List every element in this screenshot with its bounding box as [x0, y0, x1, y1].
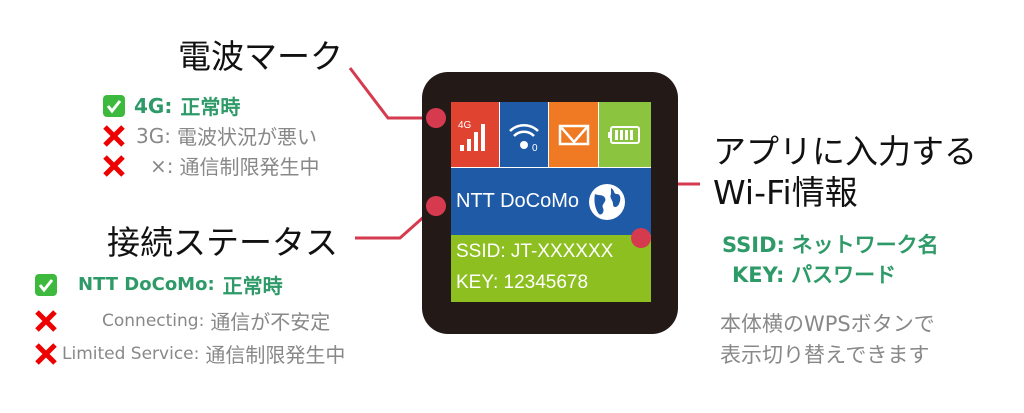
signal-tile: 4G	[451, 102, 499, 167]
device-ssid: SSID: JT-XXXXXX	[456, 241, 614, 262]
cross-icon	[103, 124, 125, 147]
device-key: KEY: 12345678	[456, 272, 589, 293]
ssid-info: SSID: ネットワーク名	[722, 233, 939, 257]
signal-row-none: ×: 通信制限発生中	[102, 151, 320, 180]
app-label-line1: アプリに入力する	[713, 132, 977, 171]
cross-icon	[35, 342, 57, 365]
connection-row-limited: Limited Service: 通信制限発生中	[34, 339, 345, 368]
signal-callout-line	[348, 67, 436, 120]
signal-bars-icon: 4G	[458, 120, 485, 151]
signal-callout-dot	[426, 108, 446, 128]
battery-tile	[599, 102, 651, 167]
check-icon	[103, 94, 125, 117]
battery-icon	[608, 125, 640, 144]
signal-row-4g: 4G: 正常時	[102, 91, 240, 120]
connection-label: 接続ステータス	[107, 223, 338, 262]
signal-label: 電波マーク	[178, 37, 343, 76]
globe-icon	[589, 183, 625, 220]
svg-text:4G: 4G	[458, 120, 472, 131]
mail-tile	[549, 102, 598, 167]
svg-text:0: 0	[532, 143, 538, 154]
router-screen: 4G 0 NTT DoCoMo SSID: JT-XXXXXX KEY: 123…	[451, 102, 651, 302]
wifi-credentials-band: SSID: JT-XXXXXX KEY: 12345678	[451, 235, 651, 302]
connection-callout-dot	[426, 196, 446, 216]
cross-icon	[103, 154, 125, 177]
key-info: KEY: パスワード	[732, 263, 897, 287]
mail-icon	[558, 124, 589, 145]
wifi-callout-dot	[631, 228, 651, 248]
check-icon	[35, 273, 57, 296]
wps-note-line2: 表示切り替えできます	[720, 343, 930, 367]
signal-row-3g: 3G: 電波状況が悪い	[102, 121, 317, 150]
wifi-icon: 0	[509, 123, 539, 154]
connection-row-connecting: Connecting: 通信が不安定	[34, 306, 330, 335]
wps-note-line1: 本体横のWPSボタンで	[720, 312, 935, 336]
connection-row-ok: NTT DoCoMo: 正常時	[34, 270, 283, 299]
cross-icon	[35, 309, 57, 332]
carrier-name: NTT DoCoMo	[456, 190, 579, 212]
app-label-line2: Wi-Fi情報	[713, 173, 858, 212]
wifi-tile: 0	[500, 102, 548, 167]
carrier-band: NTT DoCoMo	[451, 168, 651, 235]
